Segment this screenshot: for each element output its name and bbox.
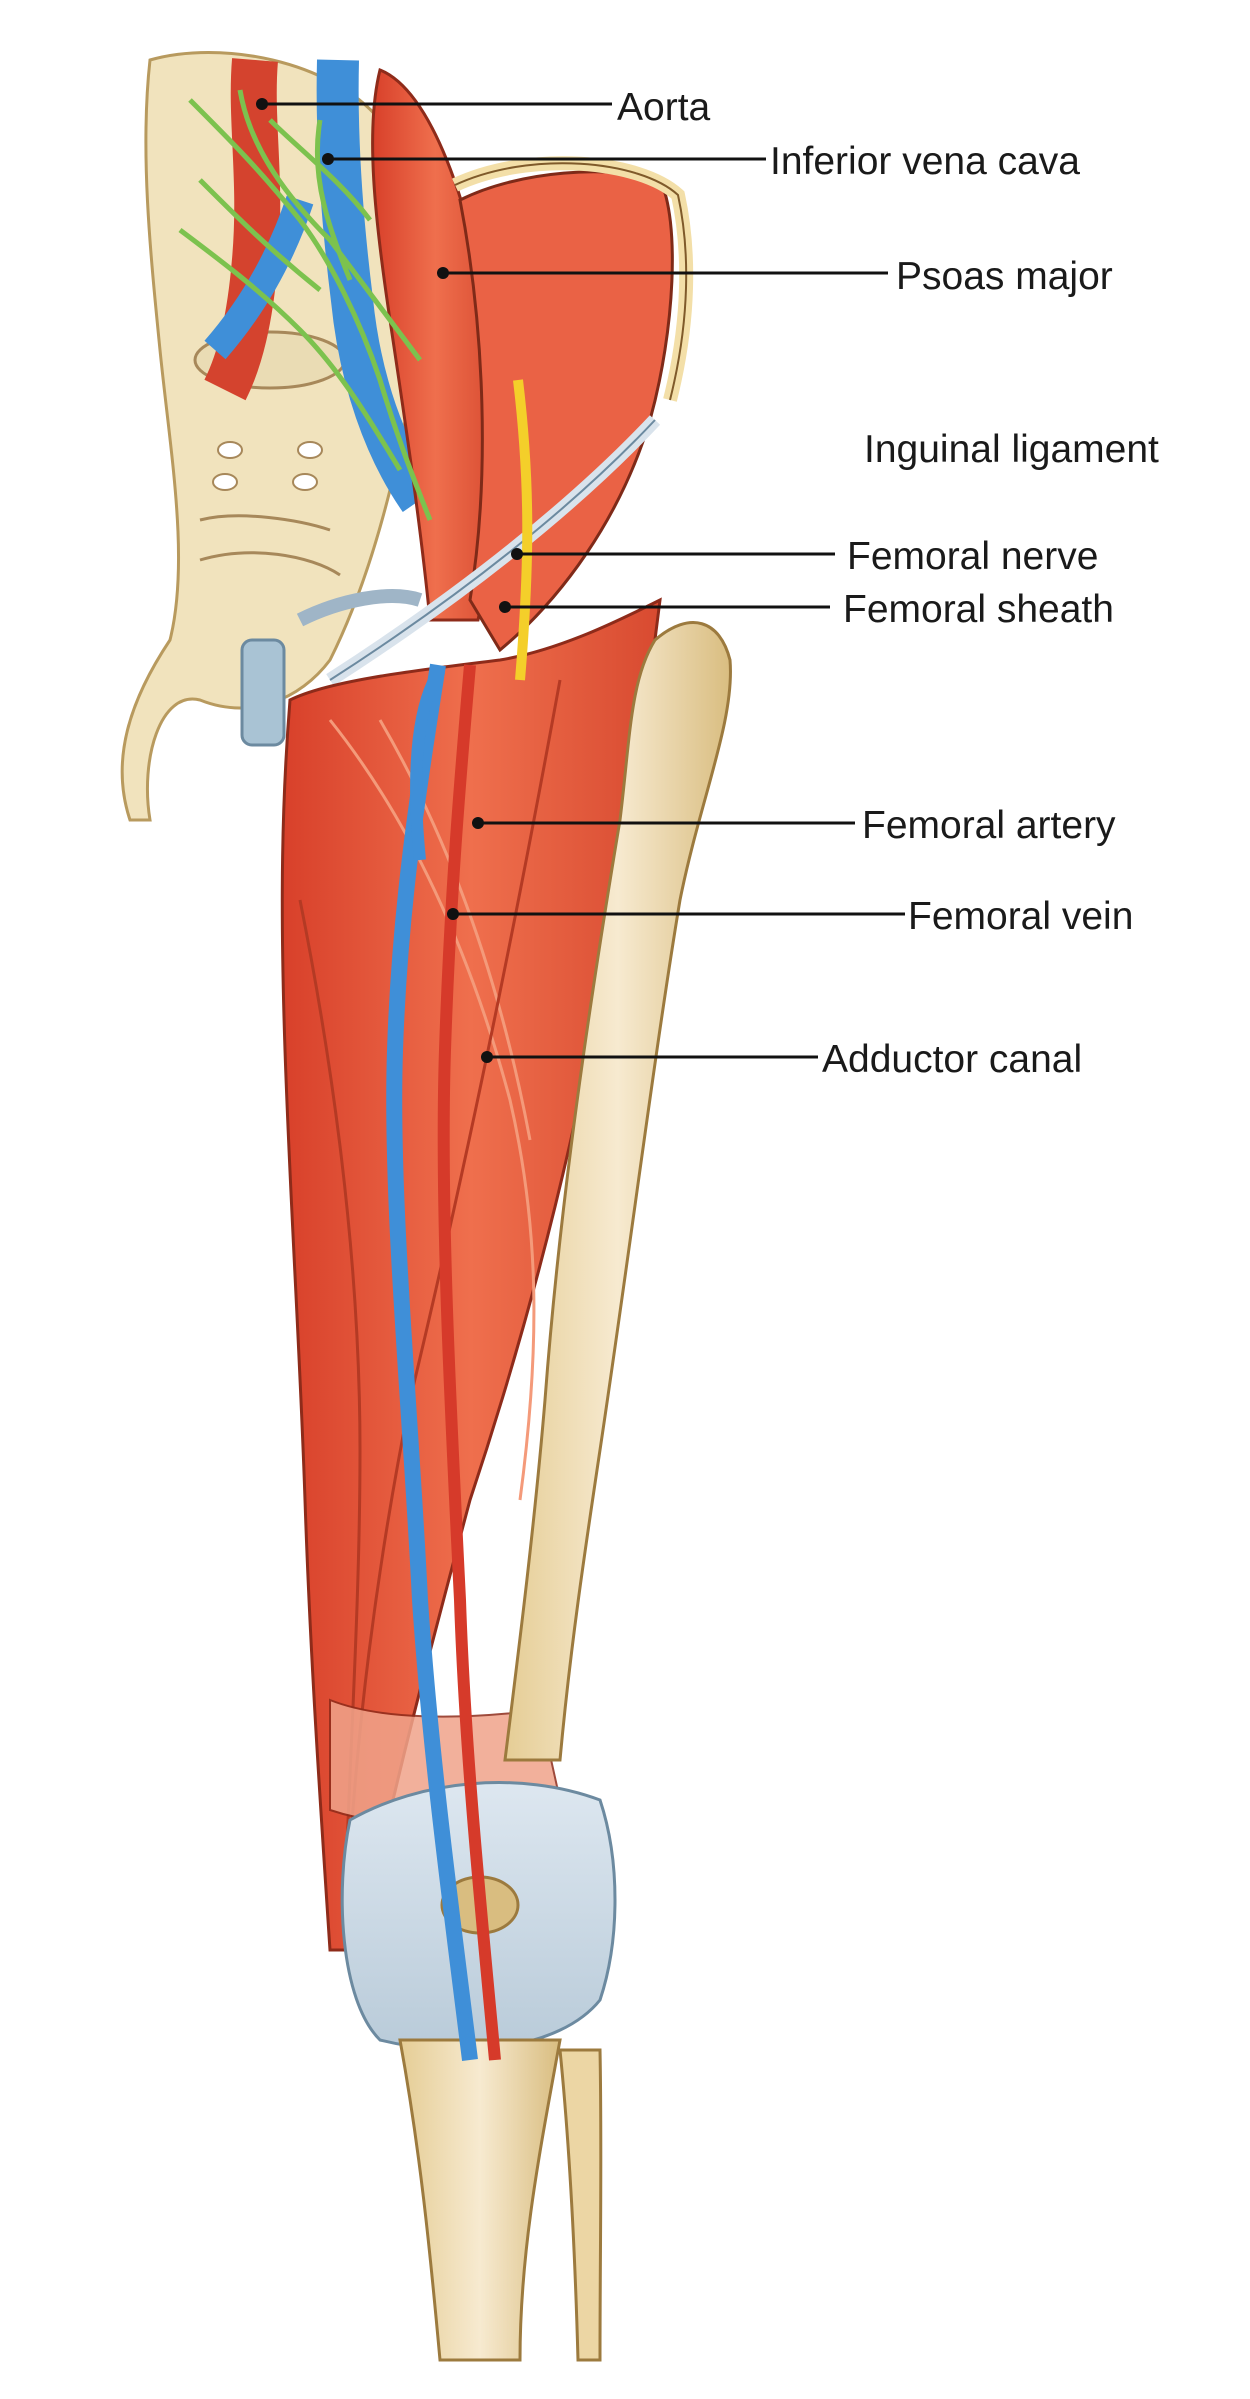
leader-dots	[256, 98, 523, 1063]
label-aorta: Aorta	[617, 86, 711, 129]
label-femoral-nerve: Femoral nerve	[847, 535, 1099, 578]
label-inguinal-ligament: Inguinal ligament	[864, 428, 1159, 471]
label-adductor-canal: Adductor canal	[822, 1038, 1083, 1081]
femur-bone	[503, 621, 732, 1762]
inguinal-ligament-edge	[329, 419, 656, 681]
label-femoral-vein: Femoral vein	[908, 895, 1134, 938]
label-psoas-major: Psoas major	[896, 255, 1113, 298]
iliac-wing	[452, 156, 694, 653]
leader-lines	[262, 102, 905, 1059]
thigh-muscles	[280, 597, 662, 1952]
lymphatic-vessels	[178, 89, 433, 521]
femoral-vessels	[386, 379, 533, 2061]
great-vessels	[204, 58, 438, 513]
label-inferior-vena-cava: Inferior vena cava	[770, 140, 1081, 183]
label-femoral-sheath: Femoral sheath	[843, 588, 1114, 631]
label-femoral-artery: Femoral artery	[862, 804, 1116, 847]
